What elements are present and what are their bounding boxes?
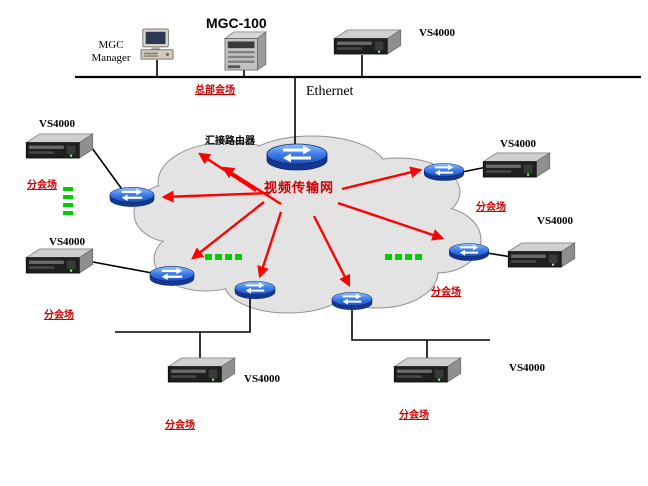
ethernet-label: Ethernet bbox=[306, 84, 354, 99]
vs4000-label-left-top: VS4000 bbox=[39, 118, 76, 130]
hq-venue-label: 总部会场 bbox=[195, 85, 235, 96]
ellipsis-right bbox=[385, 254, 422, 260]
mgc-manager-line2: Manager bbox=[91, 52, 131, 64]
branch-venue-label-bottom-right: 分会场 bbox=[399, 410, 429, 421]
router-icon-right bbox=[423, 163, 465, 181]
branch-venue-label-left-mid: 分会场 bbox=[44, 310, 74, 321]
vs4000-device-icon-bottom-left bbox=[167, 357, 236, 383]
tandem-router-label: 汇接路由器 bbox=[205, 136, 255, 147]
pc-icon bbox=[140, 28, 174, 60]
red-arrow-left bbox=[161, 190, 271, 203]
cloud-label: 视频传输网 bbox=[264, 180, 335, 195]
red-arrow-bottom-center bbox=[312, 215, 351, 288]
router-icon-bottom-center bbox=[331, 291, 373, 311]
connection-lines bbox=[75, 55, 641, 361]
branch-venue-label-right-top: 分会场 bbox=[476, 202, 506, 213]
link-left-mid bbox=[92, 261, 153, 274]
vs4000-device-icon-left-top bbox=[25, 133, 94, 159]
link-right-mid bbox=[486, 252, 513, 258]
link-bottom-right-bus bbox=[351, 310, 490, 341]
multicast-arrows bbox=[161, 152, 445, 288]
red-arrow-bottom-left bbox=[257, 211, 283, 279]
ellipsis-left bbox=[63, 187, 73, 215]
router-icon-left bbox=[109, 187, 155, 207]
vs4000-label-right-top: VS4000 bbox=[500, 138, 537, 150]
vs4000-device-icon-bottom-right bbox=[393, 357, 462, 383]
mgc100-title: MGC-100 bbox=[206, 15, 267, 31]
vs4000-label-top: VS4000 bbox=[419, 27, 456, 39]
red-arrow-left-bottom bbox=[191, 201, 265, 260]
mgc100-device-icon bbox=[224, 31, 267, 71]
vs4000-device-icon-left-mid bbox=[25, 248, 94, 274]
vs4000-device-icon-right-top bbox=[482, 152, 551, 178]
branch-venue-label-left-top: 分会场 bbox=[27, 180, 57, 191]
vs4000-label-left-mid: VS4000 bbox=[49, 236, 86, 248]
red-arrow-right bbox=[341, 166, 423, 191]
router-icon-right-bottom bbox=[448, 243, 490, 261]
link-bottom-left-bus bbox=[115, 298, 251, 333]
vs4000-label-bottom-left: VS4000 bbox=[244, 373, 281, 385]
mgc-manager-label: MGC Manager bbox=[84, 39, 138, 65]
vs4000-label-right-mid: VS4000 bbox=[537, 215, 574, 227]
ellipsis-center bbox=[205, 254, 242, 260]
ellipsis-dots bbox=[63, 187, 422, 260]
link-right-top bbox=[461, 166, 488, 173]
vs4000-device-icon-top bbox=[333, 29, 402, 55]
red-arrow-right-bottom bbox=[337, 201, 445, 241]
mgc-manager-line1: MGC bbox=[98, 39, 124, 51]
vs4000-label-bottom-right: VS4000 bbox=[509, 362, 546, 374]
router-icon-bottom-left bbox=[234, 280, 276, 300]
branch-venue-label-right-mid: 分会场 bbox=[431, 287, 461, 298]
vs4000-device-icon-right-mid bbox=[507, 242, 576, 268]
branch-venue-label-bottom-left: 分会场 bbox=[165, 420, 195, 431]
router-icon-core bbox=[266, 143, 328, 171]
red-arrow-up-left-2 bbox=[221, 166, 282, 206]
link-left-top bbox=[91, 147, 125, 193]
router-icon-left-bottom bbox=[149, 266, 195, 286]
